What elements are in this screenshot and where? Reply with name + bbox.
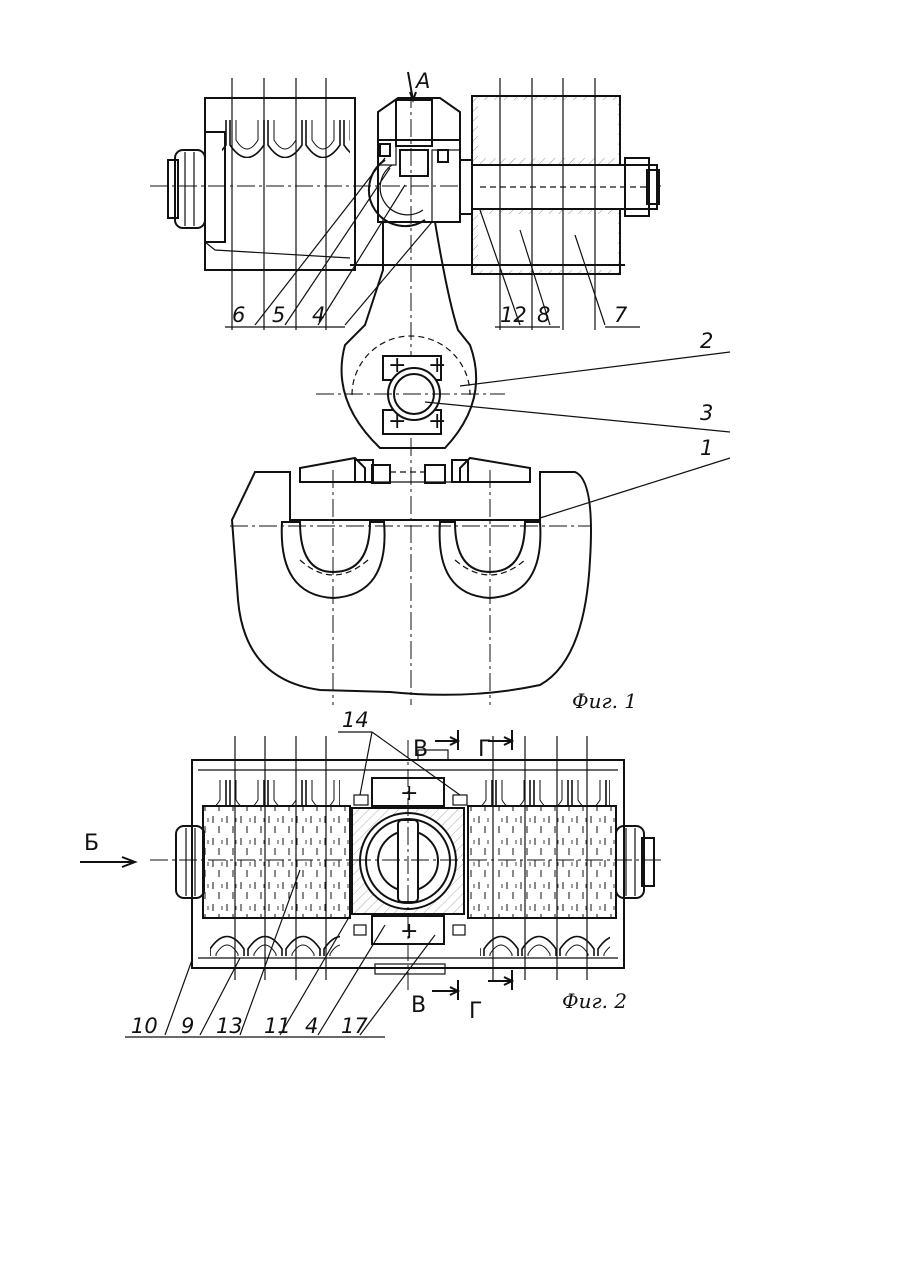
right-sheave-pack	[468, 736, 616, 980]
label-13: 13	[216, 1014, 243, 1038]
right-side-pulley	[616, 826, 654, 898]
label-11: 11	[264, 1014, 291, 1038]
right-sheave-block	[460, 78, 659, 330]
label-12: 12	[500, 303, 527, 327]
svg-text:+: +	[400, 919, 418, 944]
svg-text:+: +	[400, 781, 418, 806]
label-7: 7	[614, 303, 628, 327]
label-4-fig1: 4	[312, 303, 325, 327]
view-mark-a: A	[414, 69, 430, 93]
label-10: 10	[131, 1014, 158, 1038]
label-17: 17	[341, 1014, 368, 1038]
label-5: 5	[272, 303, 285, 327]
left-side-pulley	[176, 826, 204, 898]
caption-fig1: Фиг. 1	[572, 689, 637, 713]
figure-1: + + + +	[150, 69, 730, 713]
svg-text:+: +	[388, 409, 406, 434]
svg-text:+: +	[428, 353, 446, 378]
label-6: 6	[232, 303, 245, 327]
svg-text:+: +	[388, 353, 406, 378]
label-8: 8	[537, 303, 550, 327]
view-mark-g-bottom: Г	[469, 999, 482, 1024]
label-9: 9	[181, 1014, 194, 1038]
center-hub: + +	[352, 778, 467, 944]
view-mark-v-top: В	[413, 737, 428, 762]
left-sheave-pack	[203, 736, 350, 980]
label-2: 2	[700, 329, 713, 353]
svg-text:+: +	[428, 409, 446, 434]
label-3: 3	[700, 401, 713, 425]
label-1: 1	[700, 436, 713, 460]
latch-assembly	[300, 458, 530, 483]
label-14: 14	[342, 708, 369, 732]
view-mark-b: Б	[84, 831, 99, 856]
figure-2: + +	[80, 708, 665, 1038]
caption-fig2: Фиг. 2	[562, 989, 627, 1013]
view-mark-v-bottom: В	[411, 993, 426, 1018]
left-end-pulley	[168, 150, 205, 228]
label-4-fig2: 4	[305, 1014, 318, 1038]
view-mark-g-top: Г	[478, 737, 491, 762]
